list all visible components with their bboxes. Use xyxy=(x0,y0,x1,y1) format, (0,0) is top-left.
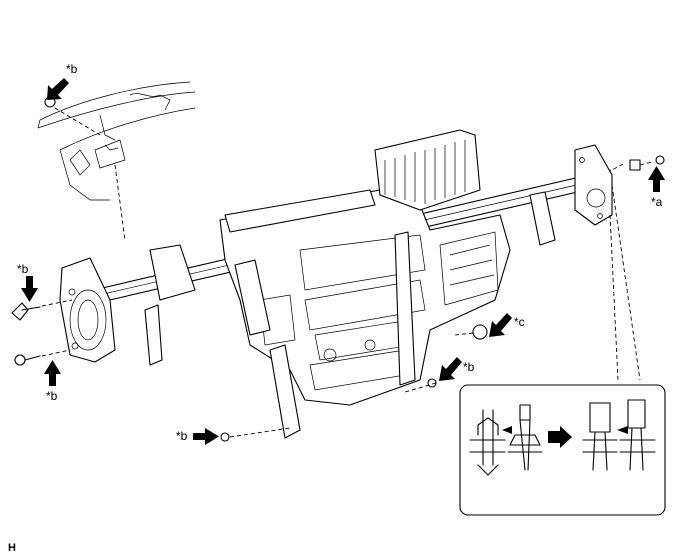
dashboard-outline xyxy=(37,81,196,201)
callout-a-right: *a xyxy=(651,195,663,209)
left-bracket xyxy=(59,257,116,363)
arrow-a-right xyxy=(648,166,665,192)
callout-b-left-lower: *b xyxy=(46,389,58,403)
callout-b-bottom: *b xyxy=(176,429,188,443)
support-braces xyxy=(144,191,556,439)
clip-detail-inset xyxy=(459,384,666,516)
hvac-unit xyxy=(219,129,511,406)
pointer-arrows xyxy=(21,78,665,445)
callout-c-right: *c xyxy=(514,315,525,329)
fasteners xyxy=(11,96,665,442)
arrow-b-bottom xyxy=(193,428,219,445)
leader-lines xyxy=(41,107,653,438)
arrow-b-top xyxy=(47,78,69,100)
figure-code: H xyxy=(8,542,16,554)
callout-b-left-upper: *b xyxy=(17,262,29,276)
callout-b-mid-right: *b xyxy=(463,360,475,374)
callout-b-top: *b xyxy=(66,62,78,76)
arrow-b-left-lower xyxy=(44,360,61,386)
right-bracket xyxy=(574,144,613,226)
arrow-b-mid-right xyxy=(439,357,462,381)
arrow-b-left-upper xyxy=(21,276,38,302)
arrow-c xyxy=(489,313,512,337)
